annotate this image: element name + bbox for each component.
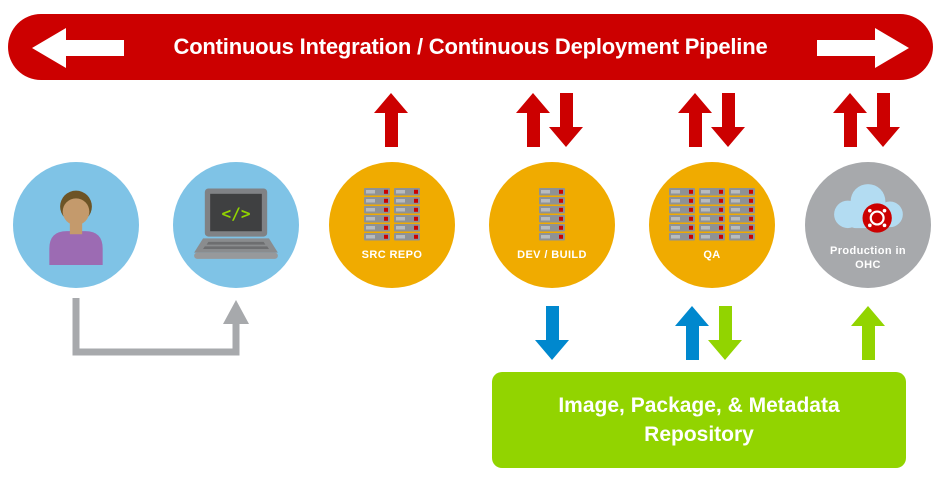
node-label: DEV / BUILD: [517, 248, 587, 261]
left-arrow-icon: [32, 28, 124, 68]
node-qa: QA: [649, 162, 775, 288]
node-workstation: </>: [173, 162, 299, 288]
node-production: Production in OHC: [805, 162, 931, 288]
server-rack-icon: [669, 187, 755, 241]
qa-up-arrow-icon: [678, 93, 712, 147]
server-rack-icon: [539, 187, 565, 241]
repo-to-qa-up-arrow-icon: [675, 306, 709, 360]
pipeline-title: Continuous Integration / Continuous Depl…: [173, 34, 768, 59]
node-label: SRC REPO: [361, 248, 423, 261]
production-up-arrow-icon: [833, 93, 867, 147]
qa-down-arrow-icon: [711, 93, 745, 147]
cloud-openshift-icon: [834, 184, 903, 233]
developer-to-workstation-connector-arrow: [72, 298, 249, 356]
qa-to-repo-down-arrow-icon: [708, 306, 742, 360]
server-rack-icon: [364, 187, 420, 241]
production-down-arrow-icon: [866, 93, 900, 147]
node-src-repo: SRC REPO: [329, 162, 455, 288]
repository-box-line1: Image, Package, & Metadata: [558, 393, 840, 417]
dev-build-up-arrow-icon: [516, 93, 550, 147]
screen-code-text: </>: [222, 204, 251, 223]
node-dev-build: DEV / BUILD: [489, 162, 615, 288]
right-arrow-icon: [817, 28, 909, 68]
repo-to-production-up-arrow-icon: [851, 306, 885, 360]
src-repo-up-arrow-icon: [374, 93, 408, 147]
dev-build-to-repo-down-arrow-icon: [535, 306, 569, 360]
dev-build-down-arrow-icon: [549, 93, 583, 147]
node-label: Production in OHC: [829, 245, 907, 271]
node-developer: [13, 162, 139, 288]
laptop-code-icon: </>: [194, 188, 278, 259]
pipeline-banner: Continuous Integration / Continuous Depl…: [8, 14, 933, 80]
node-label: QA: [703, 248, 721, 261]
repository-box: Image, Package, & Metadata Repository: [492, 372, 906, 468]
person-icon: [49, 190, 103, 265]
repository-box-line2: Repository: [644, 423, 754, 446]
openshift-badge-icon: [862, 203, 892, 233]
